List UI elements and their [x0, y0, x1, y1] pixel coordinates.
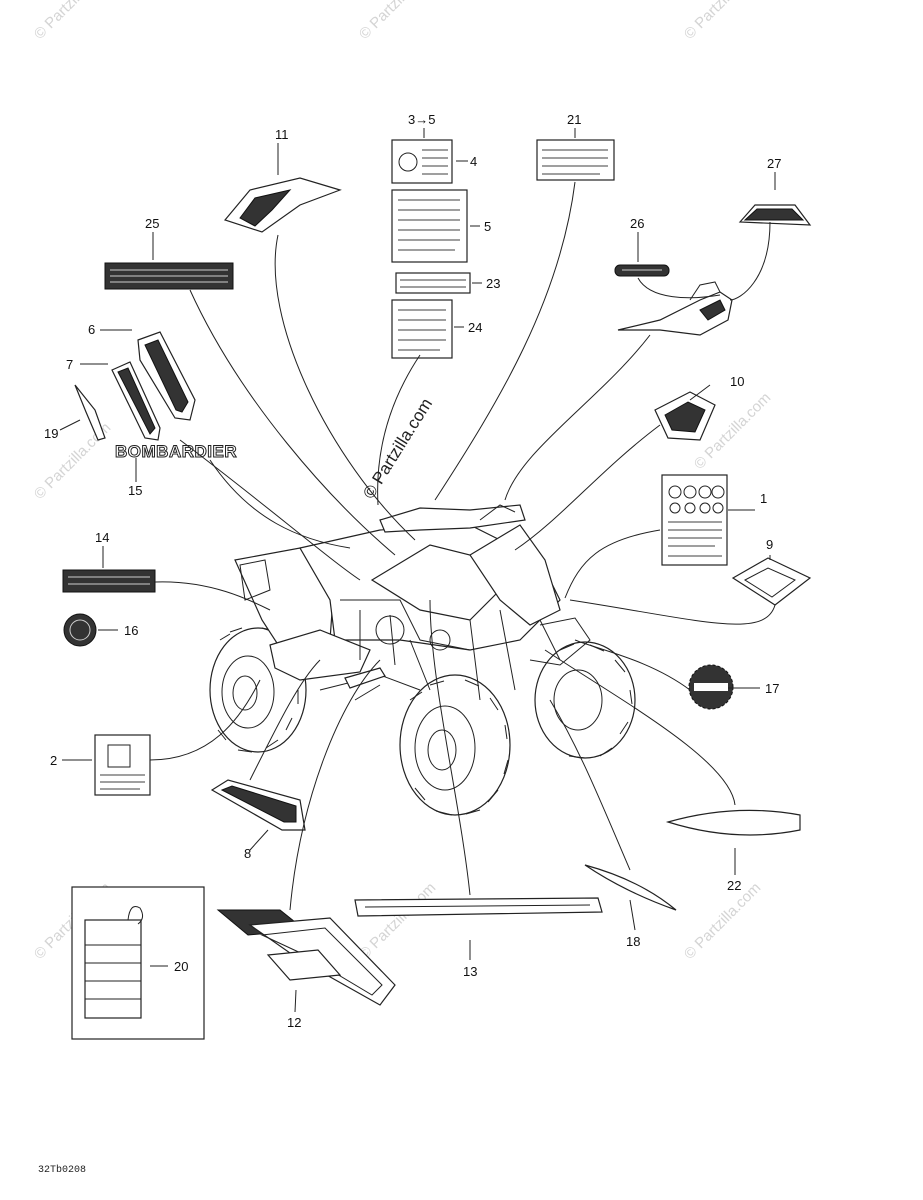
decal-2-warning-label: [94, 734, 151, 796]
callout-9: 9: [766, 537, 773, 552]
decal-19-strip: [74, 384, 106, 441]
callout-8: 8: [244, 846, 251, 861]
watermark: © Partzilla.com: [356, 0, 439, 43]
decal-23-label: [395, 272, 471, 294]
callout-27: 27: [767, 156, 781, 171]
decal-9-chevron: [731, 557, 812, 606]
callout-23: 23: [486, 276, 500, 291]
callout-6: 6: [88, 322, 95, 337]
decal-21-warning-label: [536, 139, 615, 181]
decal-6-side-stripe: [137, 331, 196, 421]
watermark: © Partzilla.com: [356, 879, 439, 962]
callout-25: 25: [145, 216, 159, 231]
callout-20: 20: [174, 959, 188, 974]
callout-17: 17: [765, 681, 779, 696]
site-stamp: © Partzilla.com: [359, 395, 436, 502]
decal-12-large-logo: [216, 909, 396, 1006]
decal-13-script-strip: [354, 897, 603, 917]
diagram-code: 32Tb0208: [38, 1164, 86, 1176]
callout-22: 22: [727, 878, 741, 893]
decal-16-round-emblem: [63, 613, 97, 647]
callout-19: 19: [44, 426, 58, 441]
leader-lines: [59, 128, 776, 1013]
decal-7-side-stripe: [111, 361, 161, 441]
decal-27-shape: [738, 204, 812, 226]
callout-1: 1: [760, 491, 767, 506]
watermark: © Partzilla.com: [31, 0, 114, 43]
decal-15-brand: BOMBARDIER: [115, 442, 238, 462]
callout-24: 24: [468, 320, 482, 335]
callout-11: 11: [275, 127, 289, 142]
watermark: © Partzilla.com: [681, 879, 764, 962]
callout-18: 18: [626, 934, 640, 949]
decal-5-warning-label: [391, 189, 468, 263]
callout-13: 13: [463, 964, 477, 979]
decal-8-strip: [210, 779, 306, 831]
decal-25-label: [104, 262, 234, 290]
callout-labels: 11 3→5 4 5 23 24 21 27 26 25 6 7 19 15 1…: [44, 112, 781, 1030]
brand-decal-text: BOMBARDIER: [115, 442, 237, 461]
decal-4-warning-label: [391, 139, 453, 184]
callout-7: 7: [66, 357, 73, 372]
watermark: © Partzilla.com: [681, 0, 764, 43]
decal-26-name-plate: [614, 264, 670, 277]
callout-14: 14: [95, 530, 109, 545]
callout-5: 5: [484, 219, 491, 234]
decal-24-warning-label: [391, 299, 453, 359]
callout-2: 2: [50, 753, 57, 768]
decal-17-serrated-emblem: [688, 664, 734, 710]
decal-20-manual-box: [71, 886, 205, 1040]
decal-10-logo: [654, 391, 716, 441]
callout-21: 21: [567, 112, 581, 127]
handlebar-cover: [617, 281, 733, 336]
callout-26: 26: [630, 216, 644, 231]
decal-22-strip: [665, 809, 801, 836]
callout-10: 10: [730, 374, 744, 389]
callout-3-5: 3→5: [408, 112, 435, 127]
decal-11-shape: [223, 177, 342, 233]
callout-16: 16: [124, 623, 138, 638]
decal-18-strip: [584, 864, 677, 911]
atv-drawing: [209, 504, 636, 816]
decal-1-warning-label: [661, 474, 728, 566]
callout-4: 4: [470, 154, 477, 169]
decal-14-label: [62, 569, 156, 593]
callout-12: 12: [287, 1015, 301, 1030]
callout-15: 15: [128, 483, 142, 498]
